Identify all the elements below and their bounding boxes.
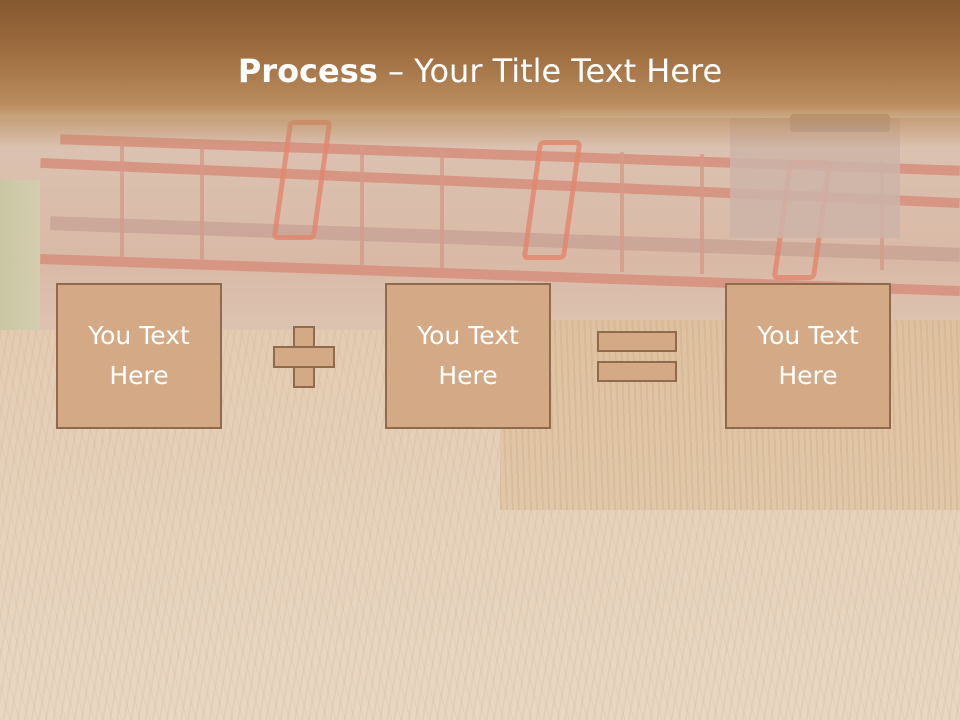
process-box-2-line2: Here: [438, 361, 498, 390]
process-box-2[interactable]: You Text Here: [385, 283, 551, 429]
title-rest-part: – Your Title Text Here: [377, 52, 723, 90]
process-box-3-line2: Here: [778, 361, 838, 390]
slide-title[interactable]: Process – Your Title Text Here: [0, 52, 960, 90]
process-box-2-line1: You Text: [417, 321, 519, 350]
process-box-1-line2: Here: [109, 361, 169, 390]
title-bar: [0, 0, 960, 148]
equals-icon: [597, 331, 677, 383]
process-box-3[interactable]: You Text Here: [725, 283, 891, 429]
process-box-1[interactable]: You Text Here: [56, 283, 222, 429]
process-box-1-line1: You Text: [88, 321, 190, 350]
process-box-3-line1: You Text: [757, 321, 859, 350]
plus-icon: [273, 326, 335, 388]
title-bold-part: Process: [237, 52, 378, 90]
